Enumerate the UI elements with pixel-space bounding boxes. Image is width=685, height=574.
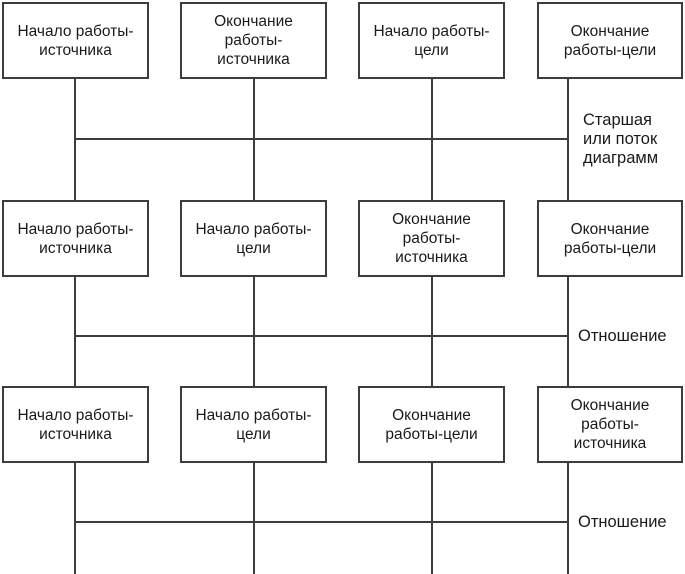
vertical-connector bbox=[253, 277, 255, 386]
vertical-connector bbox=[431, 463, 433, 574]
vertical-connector bbox=[567, 277, 569, 386]
diagram-box: Окончание работы-цели bbox=[537, 200, 683, 277]
vertical-connector bbox=[253, 463, 255, 574]
diagram-box: Окончание работы-цели bbox=[537, 2, 683, 79]
parent-or-flow-label: Старшая или поток диаграмм bbox=[583, 111, 659, 167]
vertical-connector bbox=[567, 463, 569, 574]
diagram-box: Начало работы- источника bbox=[2, 386, 149, 463]
diagram-box: Начало работы- цели bbox=[180, 386, 327, 463]
diagram-box: Окончание работы- источника bbox=[180, 2, 327, 79]
relation-label: Отношение bbox=[578, 513, 667, 531]
diagram-box: Начало работы- источника bbox=[2, 200, 149, 277]
diagram-box: Окончание работы- источника bbox=[358, 200, 505, 277]
diagram-box: Начало работы- источника bbox=[2, 2, 149, 79]
vertical-connector bbox=[74, 277, 76, 386]
relation-line bbox=[74, 521, 569, 523]
relation-label: Отношение bbox=[578, 327, 667, 345]
diagram-box: Начало работы- цели bbox=[180, 200, 327, 277]
vertical-connector bbox=[74, 463, 76, 574]
diagram-box: Окончание работы- источника bbox=[537, 386, 683, 463]
diagram-box: Начало работы- цели bbox=[358, 2, 505, 79]
parent-or-flow-line bbox=[74, 138, 569, 140]
vertical-connector bbox=[431, 277, 433, 386]
relation-line bbox=[74, 335, 569, 337]
diagram-box: Окончание работы-цели bbox=[358, 386, 505, 463]
